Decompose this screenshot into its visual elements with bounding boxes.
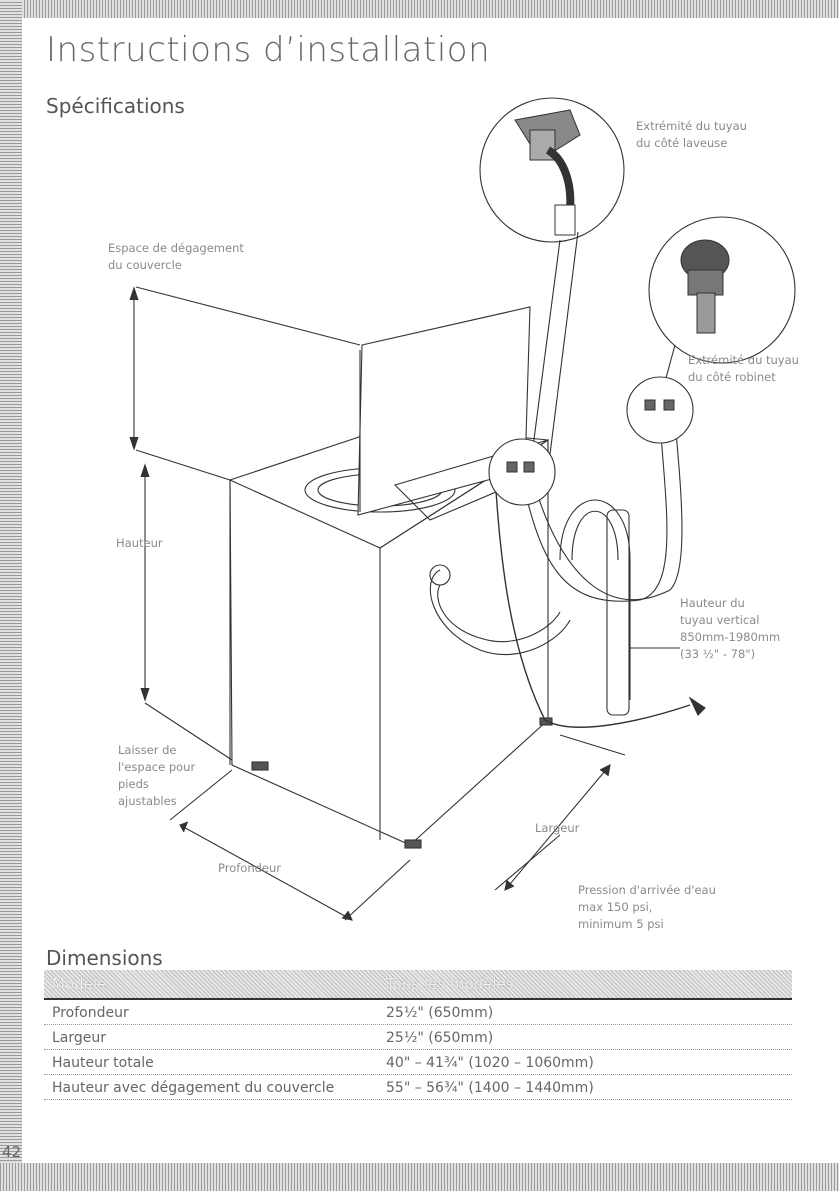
row-label: Hauteur totale — [52, 1055, 154, 1071]
depth-label: Profondeur — [218, 861, 282, 875]
washer-end-fitting-icon — [514, 109, 581, 236]
header-all-models: Tous les modèles — [386, 975, 514, 993]
row-value: 25½" (650mm) — [386, 1030, 494, 1046]
page-number: 42 — [2, 1143, 22, 1161]
table-row: Profondeur 25½" (650mm) — [44, 1000, 792, 1025]
row-label: Profondeur — [52, 1005, 129, 1021]
dimensions-heading: Dimensions — [46, 946, 163, 970]
washer-installation-diagram — [129, 97, 796, 921]
row-label: Hauteur avec dégagement du couvercle — [52, 1080, 335, 1096]
width-label: Largeur — [535, 821, 580, 835]
specifications-heading: Spécifications — [46, 94, 185, 118]
height-label: Hauteur — [116, 536, 163, 550]
row-value: 55" – 56¾" (1400 – 1440mm) — [386, 1080, 594, 1096]
washer-end-zoom-circle — [479, 97, 625, 243]
table-row: Hauteur totale 40" – 41¾" (1020 – 1060mm… — [44, 1050, 792, 1075]
dimensions-table: Modèle Tous les modèles Profondeur 25½" … — [44, 970, 792, 1100]
page-border-left — [0, 0, 22, 1191]
header-model: Modèle — [52, 975, 107, 993]
standpipe — [606, 509, 630, 716]
table-row: Largeur 25½" (650mm) — [44, 1025, 792, 1050]
page-border-bottom — [0, 1163, 839, 1191]
tap-end-fitting-icon — [680, 239, 730, 334]
page-title: Instructions d’installation — [46, 30, 491, 70]
page-border-top — [0, 0, 839, 18]
row-label: Largeur — [52, 1030, 107, 1046]
row-value: 40" – 41¾" (1020 – 1060mm) — [386, 1055, 594, 1071]
inlet-valve-icon — [506, 399, 675, 473]
table-header: Modèle Tous les modèles — [44, 970, 792, 1000]
table-row: Hauteur avec dégagement du couvercle 55"… — [44, 1075, 792, 1100]
row-value: 25½" (650mm) — [386, 1005, 494, 1021]
